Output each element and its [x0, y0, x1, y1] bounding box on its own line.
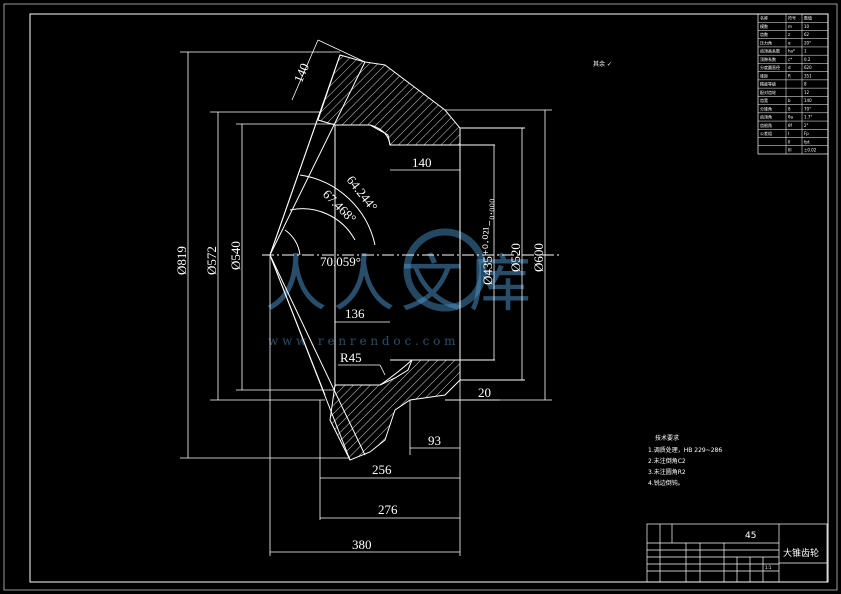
- param-table-cell: 齿顶高系数: [760, 48, 780, 54]
- dim-bore: Ø435⁺⁰·⁰²¹₋₀.₀₀₀: [480, 198, 495, 285]
- param-table-cell: R: [788, 73, 791, 78]
- watermark-circle: [403, 228, 487, 312]
- param-table-cell: ±0.02: [804, 148, 817, 153]
- dim-256: 256: [372, 462, 392, 477]
- param-table-cell: 分锥角: [760, 105, 772, 111]
- param-table-cell: δ: [788, 106, 791, 111]
- dim-93: 93: [428, 433, 441, 448]
- param-table-cell: θf: [788, 123, 792, 128]
- tech-req-item-1: 1.调质处理，HB 229~286: [648, 446, 722, 454]
- param-table-cell: 10: [804, 24, 810, 29]
- dim-140-top: 140: [291, 61, 312, 85]
- outer-frame: [3, 3, 838, 591]
- tech-req-item-4: 4.锐边倒钝。: [648, 479, 684, 487]
- title-block-scale: 1:1: [765, 565, 772, 570]
- param-table-cell: m: [788, 24, 792, 29]
- dim-dia-520: Ø520: [508, 243, 523, 272]
- param-table-cell: 351: [804, 73, 812, 78]
- param-table-cell: z: [788, 32, 790, 37]
- param-table-cell: θa: [788, 115, 793, 120]
- param-table-cell: c*: [788, 57, 792, 62]
- param-table-cell: 公差组: [760, 130, 772, 136]
- angle-arc-1: [299, 174, 376, 246]
- dim-dia-572: Ø572: [204, 246, 219, 275]
- angle-arc-2: [289, 208, 356, 241]
- dim-r45: R45: [340, 350, 362, 365]
- param-table-cell: 精度等级: [760, 81, 776, 87]
- param-table-cell: d: [788, 65, 791, 70]
- dimension-lines: [180, 39, 552, 556]
- param-table-cell: fpt: [804, 139, 810, 144]
- dim-angle-70: 70.059°: [320, 254, 361, 269]
- param-table-cell: I: [788, 131, 789, 136]
- watermark-url: w w w . r e n r e n d o c . c o m: [268, 334, 456, 348]
- gear-section: [262, 54, 560, 461]
- upper-tooth-section: [317, 54, 461, 146]
- param-table-cell: 配对齿轮: [760, 89, 776, 95]
- param-table-cell: 1.7°: [804, 115, 812, 120]
- param-table-cell: 模数: [760, 23, 768, 29]
- angle-arc-3: [284, 229, 301, 256]
- param-table-cell: 齿宽: [760, 97, 768, 103]
- param-table-cell: 数值: [804, 15, 812, 21]
- param-table-cell: III: [788, 148, 792, 153]
- surface-roughness-note: 其余 ✓: [593, 60, 612, 68]
- watermark: 人人文库 w w w . r e n r e n d o c . c o m: [265, 228, 537, 348]
- param-table-cell: 齿根角: [760, 122, 772, 128]
- tech-req-title: 技术要求: [655, 434, 679, 442]
- dim-dia-819: Ø819: [174, 246, 189, 275]
- param-table-cell: 符号: [788, 15, 796, 21]
- param-table-cell: 名称: [760, 15, 768, 21]
- param-table-cell: 顶隙系数: [760, 56, 776, 62]
- param-table-cell: 齿顶角: [760, 114, 772, 120]
- dim-dia-540: Ø540: [228, 241, 243, 270]
- tech-req-item-2: 2.未注倒角C2: [648, 457, 686, 465]
- tech-req-item-3: 3.未注圆角R2: [648, 468, 686, 476]
- dim-276: 276: [378, 502, 398, 517]
- param-table-cell: 12: [804, 90, 810, 95]
- dim-dia-600: Ø600: [531, 243, 546, 272]
- param-table-cell: α: [788, 40, 791, 45]
- param-table-cell: 620: [804, 65, 812, 70]
- inner-frame: [29, 13, 829, 583]
- param-table-cell: 齿数: [760, 31, 768, 37]
- title-block-material: 45: [745, 531, 756, 541]
- param-table-cell: 0.2: [804, 57, 811, 62]
- param-table-cell: 62: [804, 32, 810, 37]
- param-table-cell: b: [788, 98, 791, 103]
- param-table-cell: 2°: [804, 123, 809, 128]
- title-block: [646, 523, 828, 583]
- cone-line-5: [269, 111, 321, 256]
- cone-line-6: [269, 254, 326, 396]
- dim-136: 136: [345, 306, 365, 321]
- param-table-cell: 锥距: [760, 72, 768, 78]
- param-table-cell: Fp: [804, 131, 809, 136]
- dim-140-inner: 140: [412, 155, 432, 170]
- param-table-cell: 压力角: [760, 39, 772, 45]
- param-table-cell: 140: [804, 98, 812, 103]
- param-table-cell: 70°: [804, 106, 811, 111]
- param-table-cell: II: [788, 139, 790, 144]
- watermark-text: 人人文库: [265, 247, 537, 320]
- cone-line-2: [269, 61, 366, 256]
- param-table-cell: 分度圆直径: [760, 64, 780, 70]
- tech-requirements: 技术要求 1.调质处理，HB 229~286 2.未注倒角C2 3.未注圆角R2…: [648, 434, 722, 487]
- param-table-frame: [757, 13, 829, 155]
- param-table-cell: 20°: [804, 40, 811, 45]
- dim-20: 20: [478, 385, 491, 400]
- dim-380: 380: [352, 537, 372, 552]
- param-table-cell: ha*: [788, 49, 795, 54]
- title-block-part-name: 大锥齿轮: [783, 547, 819, 559]
- param-table-cell: 8: [804, 82, 807, 87]
- param-table-cell: 1: [804, 49, 807, 54]
- cone-line-4: [269, 254, 366, 456]
